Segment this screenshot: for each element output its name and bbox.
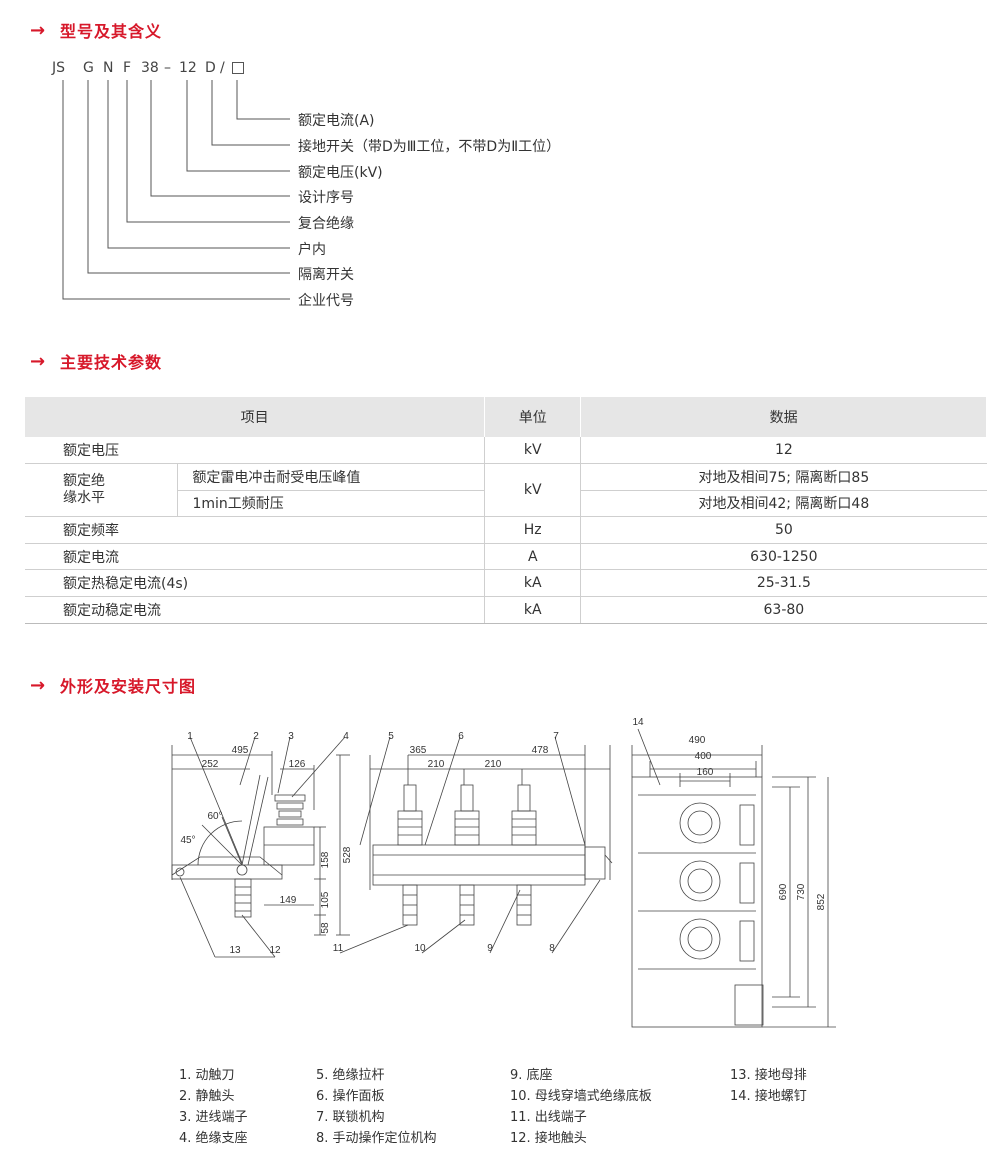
code-12: 12: [179, 60, 197, 76]
callout-8: 8: [549, 943, 555, 954]
table-row: 额定动稳定电流 kA 63-80: [25, 596, 987, 624]
meaning-disconnector: 隔离开关: [298, 267, 354, 283]
meaning-earthing-switch: 接地开关（带D为Ⅲ工位，不带D为Ⅱ工位）: [298, 139, 561, 155]
legend-col-3: 9. 底座 10. 母线穿墙式绝缘底板 11. 出线端子 12. 接地触头: [510, 1068, 652, 1146]
dim-45deg: 45°: [180, 835, 195, 846]
code-box-icon: [232, 62, 244, 74]
dim-478: 478: [532, 745, 549, 756]
legend-col-1: 1. 动触刀 2. 静触头 3. 进线端子 4. 绝缘支座: [179, 1068, 248, 1146]
header-value: 数据: [580, 397, 987, 437]
dim-158: 158: [320, 851, 331, 868]
dim-252: 252: [202, 759, 219, 770]
dim-365: 365: [410, 745, 427, 756]
arrow-right-icon: →: [30, 350, 46, 372]
meaning-company-code: 企业代号: [298, 293, 354, 309]
callout-6: 6: [458, 731, 464, 742]
header-unit: 单位: [484, 397, 582, 437]
dim-528: 528: [342, 846, 353, 863]
callout-7: 7: [553, 731, 559, 742]
callout-3: 3: [288, 731, 294, 742]
dim-495: 495: [232, 745, 249, 756]
callout-4: 4: [343, 731, 349, 742]
section-specs-title: → 主要技术参数: [30, 350, 163, 373]
table-row: 额定电压 kV 12: [25, 437, 987, 465]
table-header: 项目 单位 数据: [25, 397, 987, 437]
dim-58: 58: [320, 922, 331, 934]
dim-126: 126: [289, 759, 306, 770]
legend-col-2: 5. 绝缘拉杆 6. 操作面板 7. 联锁机构 8. 手动操作定位机构: [316, 1068, 437, 1146]
code-n: N: [103, 60, 114, 76]
meaning-indoor: 户内: [298, 242, 326, 258]
dim-60deg: 60°: [207, 811, 222, 822]
callout-14: 14: [632, 717, 644, 728]
legend-col-4: 13. 接地母排 14. 接地螺钉: [730, 1068, 807, 1104]
dim-105: 105: [320, 891, 331, 908]
table-row: 额定电流 A 630-1250: [25, 543, 987, 571]
callout-5: 5: [388, 731, 394, 742]
arrow-right-icon: →: [30, 674, 46, 696]
section-model-title: → 型号及其含义: [30, 19, 163, 42]
spec-table: 项目 单位 数据 额定电压 kV 12 额定绝 缘水平 额定雷电冲击耐受电压峰值…: [25, 397, 987, 624]
arrow-right-icon: →: [30, 19, 46, 41]
code-38: 38: [141, 60, 159, 76]
code-slash: /: [220, 60, 225, 76]
code-g: G: [83, 60, 94, 76]
merged-item-cell: 额定绝 缘水平: [25, 463, 178, 518]
table-row: 额定热稳定电流(4s) kA 25-31.5: [25, 569, 987, 598]
code-dash: –: [164, 60, 171, 76]
header-item: 项目: [25, 397, 486, 437]
meaning-design-no: 设计序号: [298, 190, 354, 206]
meaning-rated-voltage: 额定电压(kV): [298, 165, 383, 181]
meaning-rated-current: 额定电流(A): [298, 113, 375, 129]
code-d: D: [205, 60, 216, 76]
callout-9: 9: [487, 943, 493, 954]
dim-149: 149: [280, 895, 297, 906]
dim-160: 160: [697, 767, 714, 778]
model-code-lines: [62, 80, 290, 300]
callout-10: 10: [414, 943, 426, 954]
dim-210-a: 210: [428, 759, 445, 770]
table-row: 额定频率 Hz 50: [25, 516, 987, 544]
dim-400: 400: [695, 751, 712, 762]
dim-210-b: 210: [485, 759, 502, 770]
callout-12: 12: [269, 945, 281, 956]
callout-2: 2: [253, 731, 259, 742]
dim-690: 690: [778, 883, 789, 900]
callout-1: 1: [187, 731, 193, 742]
table-row: 额定绝 缘水平 额定雷电冲击耐受电压峰值 kV 对地及相间75; 隔离断口85: [25, 463, 987, 518]
section-dims-title: → 外形及安装尺寸图: [30, 674, 197, 697]
table-row: 1min工频耐压 对地及相间42; 隔离断口48: [25, 490, 987, 518]
dim-490: 490: [689, 735, 706, 746]
dim-852: 852: [816, 893, 827, 910]
code-js: JS: [52, 60, 66, 76]
callout-13: 13: [229, 945, 241, 956]
code-f: F: [123, 60, 132, 76]
meaning-composite-insulation: 复合绝缘: [298, 216, 354, 232]
callout-11: 11: [333, 943, 344, 954]
dim-730: 730: [796, 883, 807, 900]
dimension-drawing: 1 2 3 4 5 6 7 14 13 12 11 10 9 8 495 252…: [171, 717, 836, 1028]
